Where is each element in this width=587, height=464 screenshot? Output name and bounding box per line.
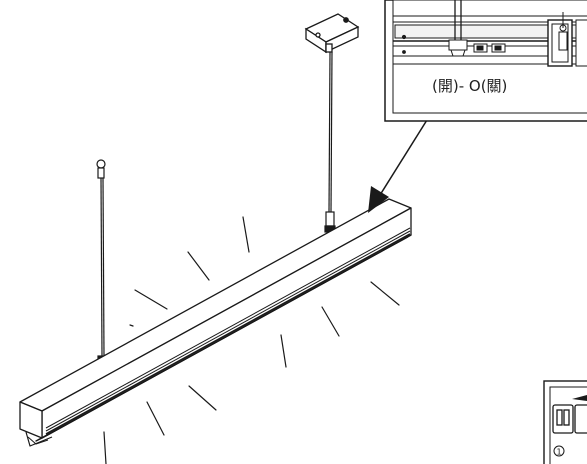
outlet-detail-partial: 1 xyxy=(543,380,587,464)
ceiling-canopy xyxy=(304,13,360,54)
switch-detail-callout: (開)- O(關) xyxy=(384,0,587,122)
outlet-icon xyxy=(552,404,587,434)
suspension-cable-left xyxy=(96,159,108,363)
driver-channel-detail xyxy=(393,0,587,67)
light-rays xyxy=(103,216,400,464)
switch-on-off-label: (開)- O(關) xyxy=(432,77,507,95)
step-number: 1 xyxy=(556,448,561,457)
suspension-cable-right xyxy=(324,51,336,233)
linear-light-fixture xyxy=(19,198,412,447)
callout-pointer-arrow xyxy=(368,111,433,213)
